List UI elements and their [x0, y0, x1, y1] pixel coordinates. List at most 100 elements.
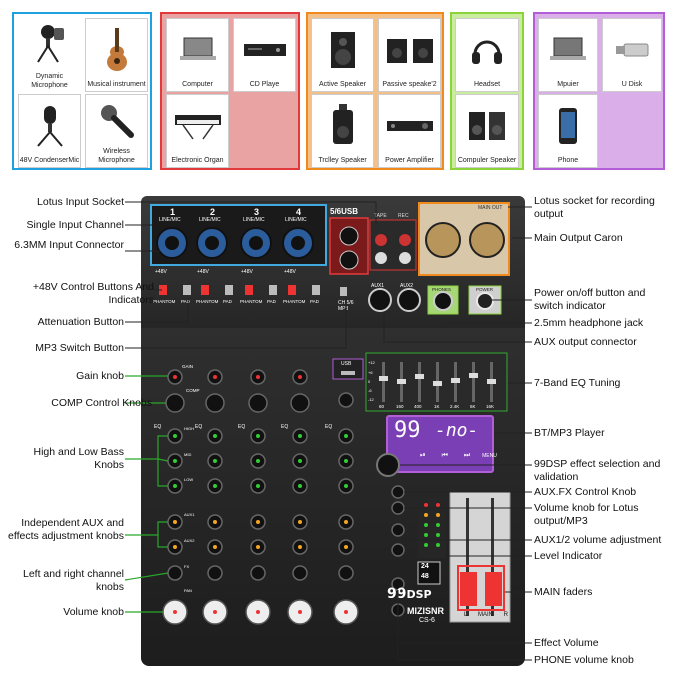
- eq-sliders: [379, 362, 496, 402]
- channel-number-1: 1: [170, 207, 176, 217]
- eq-slider-60[interactable]: [382, 362, 385, 402]
- previous-track-icon[interactable]: ⏮: [441, 452, 448, 459]
- keyboard-icon: [174, 114, 221, 139]
- usb-port[interactable]: [341, 371, 355, 375]
- aux2-out-label: AUX2: [400, 283, 414, 289]
- tape-lotus-red[interactable]: [375, 234, 387, 246]
- callout-comp-knobs: COMP Control Knobs: [51, 397, 152, 409]
- phantom-label-1: PHANTOM: [153, 299, 176, 304]
- main-out-xlr-left[interactable]: [425, 222, 461, 258]
- storage-devices-box: Mpuier U Disk Phone: [533, 12, 665, 170]
- channel-jack-2[interactable]: [196, 227, 228, 259]
- callout-aux-volume: AUX1/2 volume adjustment: [534, 534, 662, 546]
- mid-label: MID: [184, 452, 192, 457]
- usb-jack-top[interactable]: [339, 226, 359, 246]
- channel-jack-1[interactable]: [156, 227, 188, 259]
- callout-headphone-jack: 2.5mm headphone jack: [534, 317, 644, 329]
- phones-label: PHONES: [432, 287, 452, 292]
- channel-jack-3[interactable]: [240, 227, 272, 259]
- pad-button-2[interactable]: [225, 285, 233, 295]
- channel-number-3: 3: [254, 207, 260, 217]
- low-label: LOW: [184, 477, 194, 482]
- rec-lotus-red[interactable]: [399, 234, 411, 246]
- callout-lotus-recording-output: Lotus socket for recording output: [534, 195, 655, 220]
- phantom-label-2: PHANTOM: [196, 299, 219, 304]
- headphone-jack[interactable]: [433, 291, 453, 311]
- active-speaker-icon: [330, 31, 355, 68]
- next-track-icon[interactable]: ⏭: [463, 452, 471, 459]
- pad-button-1[interactable]: [183, 285, 191, 295]
- callout-high-low-knobs: High and Low Bass Knobs: [33, 446, 124, 471]
- rec-lotus-white[interactable]: [399, 252, 411, 264]
- usb-jack-bottom[interactable]: [339, 250, 359, 270]
- callout-aux-effects-knobs: Independent AUX and effects adjustment k…: [8, 517, 124, 542]
- callout-48v-buttons: +48V Control Buttons And Indicators: [32, 281, 154, 306]
- fader-labels: L MAIN R: [464, 612, 508, 618]
- power-button[interactable]: [476, 292, 494, 310]
- p48-label-4: +48V: [284, 269, 296, 275]
- phantom-button-1[interactable]: [159, 285, 167, 295]
- tape-lotus-white[interactable]: [375, 252, 387, 264]
- device-computer-speaker: Compuler Speaker: [455, 94, 519, 168]
- pad-button-3[interactable]: [269, 285, 277, 295]
- knob-row-comp: [165, 393, 310, 413]
- aux1-output-jack[interactable]: [368, 288, 392, 312]
- eq-freq-6k: 6K: [470, 404, 476, 409]
- main-out-label: MAIN OUT: [478, 205, 503, 211]
- gain-label: GAIN: [182, 364, 194, 369]
- usb-drive-icon: [616, 43, 649, 56]
- channel-jack-4[interactable]: [282, 227, 314, 259]
- main-fader-right-cap[interactable]: [485, 572, 502, 606]
- eq-freq-60: 60: [379, 404, 385, 409]
- linemic-label-3: LINE/MIC: [243, 217, 265, 223]
- play-pause-icon[interactable]: ⏯: [420, 452, 426, 459]
- callout-lotus-volume-knob: Volume knob for Lotus output/MP3: [534, 502, 639, 527]
- ukulele-icon: [106, 27, 127, 71]
- p48-label-1: +48V: [155, 269, 167, 275]
- mp3-switch-button[interactable]: [340, 287, 347, 296]
- callout-aux-fx-knob: AUX.FX Control Knob: [534, 486, 637, 498]
- laptop-icon: [550, 37, 586, 60]
- eq-frequency-labels: 60 160 400 1K 2.4K 6K 16K: [366, 404, 507, 412]
- eq-label-1: EQ: [154, 424, 162, 430]
- channel-jacks: [156, 227, 314, 259]
- main-fader-left-cap[interactable]: [460, 572, 477, 606]
- dsp-effect-knob[interactable]: [376, 453, 400, 477]
- callout-mp3-switch: MP3 Switch Button: [35, 342, 124, 354]
- eq-slider-6k[interactable]: [472, 362, 475, 402]
- aux2-volume-knob[interactable]: [391, 543, 405, 557]
- menu-button[interactable]: MENU: [482, 453, 497, 459]
- p48-label-2: +48V: [197, 269, 209, 275]
- eq-slider-400[interactable]: [418, 362, 421, 402]
- headset-icon: [472, 40, 502, 64]
- channel-number-4: 4: [296, 207, 302, 217]
- phantom-button-2[interactable]: [201, 285, 209, 295]
- wireless-mic-icon: [100, 105, 134, 138]
- aux1-volume-knob[interactable]: [391, 523, 405, 537]
- eq-label-2: EQ: [195, 424, 203, 430]
- main-out-xlr-right[interactable]: [469, 222, 505, 258]
- device-mp3-player: Mpuier: [538, 18, 598, 92]
- pad-button-4[interactable]: [312, 285, 320, 295]
- callout-volume-knob: Volume knob: [63, 606, 124, 618]
- computer-speaker-icon: [469, 111, 505, 140]
- bt-controls-row: ⏯ ⏮ ⏭ MENU: [420, 452, 497, 460]
- tape-label: TAPE: [374, 213, 387, 219]
- phantom-button-4[interactable]: [288, 285, 296, 295]
- source-devices-box: Computer CD Playe Electronic Organ: [160, 12, 300, 170]
- eq-label-5: EQ: [325, 424, 333, 430]
- pad-label-2: PAD: [223, 299, 232, 304]
- phantom-button-3[interactable]: [245, 285, 253, 295]
- device-power-amplifier: Power Amplifier: [378, 94, 441, 168]
- callout-lotus-input-socket: Lotus Input Socket: [37, 196, 124, 208]
- linemic-label-2: LINE/MIC: [199, 217, 221, 223]
- aux2-output-jack[interactable]: [397, 288, 421, 312]
- device-trolley-speaker: Trclley Speaker: [311, 94, 374, 168]
- eq-freq-16k: 16K: [486, 404, 495, 409]
- fx-label: FX: [184, 564, 190, 569]
- speaker-devices-box: Active Speaker Passive speake'2 Trclley …: [306, 12, 444, 170]
- device-computer: Computer: [166, 18, 229, 92]
- trolley-speaker-icon: [332, 103, 353, 144]
- brand-name: MIZISNR: [407, 606, 444, 616]
